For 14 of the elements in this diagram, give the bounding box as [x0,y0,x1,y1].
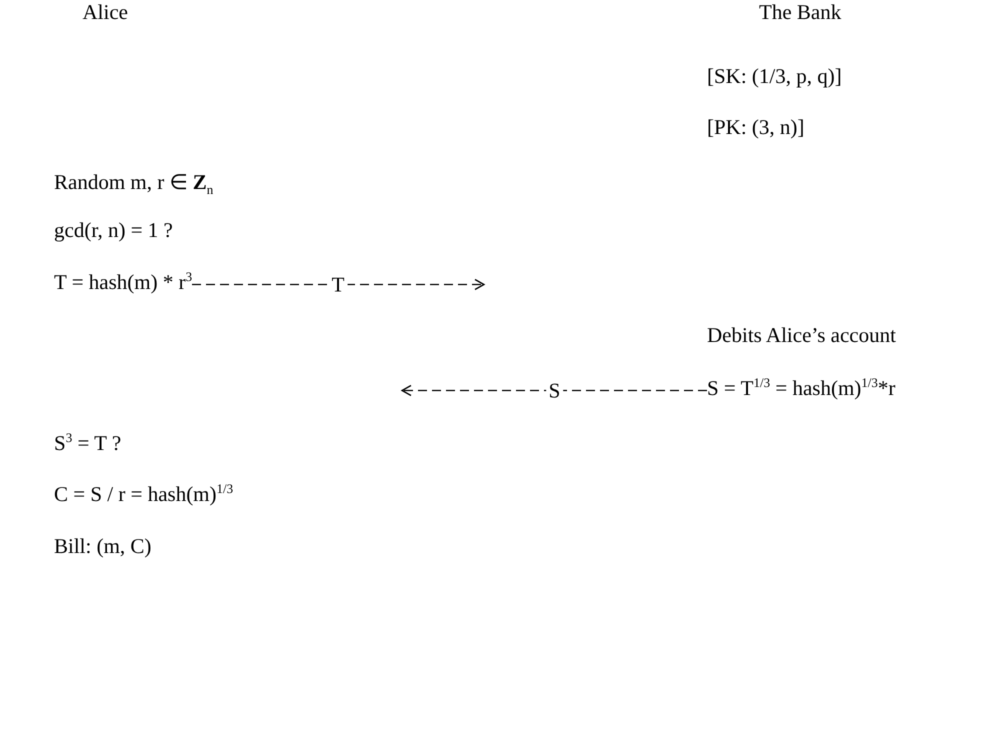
step-text: Bill: (m, C) [54,534,152,560]
step-text: gcd(r, n) = 1 ? [54,218,173,244]
formula-text: T = hash(m) * r$^{3}$ [54,270,192,296]
key-text: [SK: (1/3, p, q)] [707,64,842,90]
step-text: C = S / r = hash(m)$^{1/3}$ [54,482,234,508]
dashed-arrow [401,384,707,396]
step-text: S$^{3}$ = T ? [54,431,122,456]
step-text: Random m, r ∈ Z$_{n}$ [54,170,214,196]
step-text: Debits Alice’s account [707,323,896,348]
key-text: [PK: (3, n)] [707,115,804,140]
party-heading: The Bank [759,0,842,26]
party-heading: Alice [82,0,128,26]
dashed-arrow [192,278,485,290]
formula-text: S = T$^{1/3}$ = hash(m)$^{1/3}$*r [707,376,896,402]
